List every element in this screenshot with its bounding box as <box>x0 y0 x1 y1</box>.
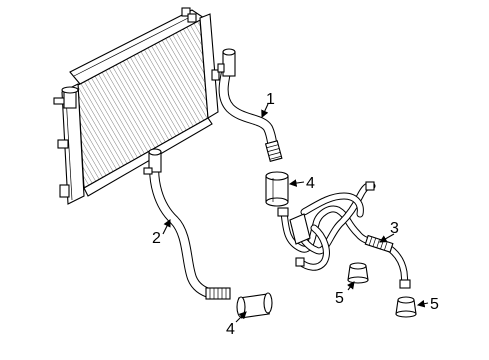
leader-cap-right <box>416 299 429 308</box>
callout-hose-upper: 1 <box>266 91 275 108</box>
radiator-right-tank <box>199 13 219 119</box>
cap-left <box>347 262 369 284</box>
leader-oil-cooler-lines <box>379 233 395 243</box>
leader-cap-left <box>346 281 355 291</box>
hose-upper <box>217 48 283 162</box>
cap-right <box>395 296 417 318</box>
oil-cooler-lines <box>277 181 411 289</box>
callout-oil-cooler-lines: 3 <box>390 220 399 237</box>
callout-sleeve-upper: 4 <box>306 175 315 192</box>
leader-hose-lower <box>162 219 171 235</box>
callout-sleeve-lower: 4 <box>226 321 235 338</box>
callout-hose-lower: 2 <box>152 230 161 247</box>
leader-hose-upper <box>261 103 269 118</box>
radiator <box>53 7 220 205</box>
callout-cap-right: 5 <box>430 296 439 313</box>
sleeve-upper <box>265 171 289 207</box>
leader-sleeve-upper <box>288 179 305 187</box>
sleeve-lower <box>236 292 273 319</box>
hose-lower <box>143 148 231 300</box>
leader-sleeve-lower <box>235 311 247 323</box>
callout-cap-left: 5 <box>335 290 344 307</box>
